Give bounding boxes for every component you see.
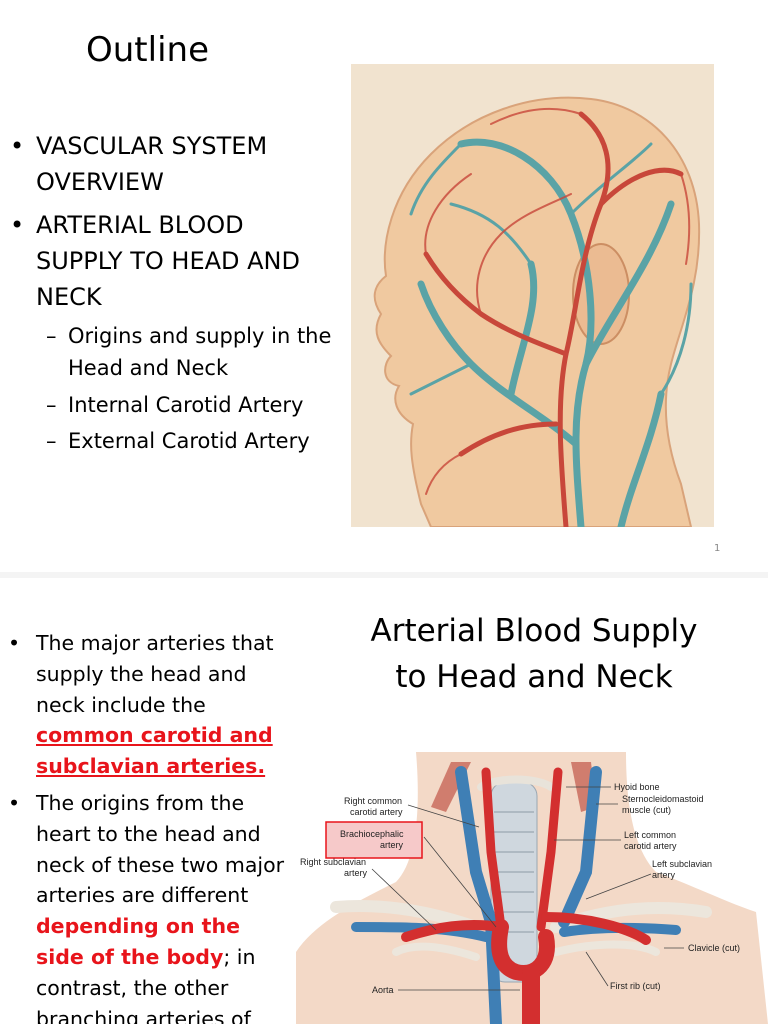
- bullet-icon: •: [10, 132, 25, 160]
- label-brachio-line1: Brachiocephalic: [340, 829, 404, 839]
- bullet-text: The major arteries that supply the head …: [36, 631, 274, 717]
- bullet-major-arteries: • The major arteries that supply the hea…: [8, 628, 286, 782]
- bullet-text-tail: ; in contrast, the other branching arter…: [36, 944, 256, 1024]
- label-brachio-line2: artery: [380, 840, 404, 850]
- bullet-text: VASCULAR SYSTEM OVERVIEW: [36, 132, 268, 196]
- label-lcc-line2: carotid artery: [624, 841, 677, 851]
- dash-icon: –: [46, 429, 57, 453]
- label-rcc-line2: carotid artery: [350, 807, 403, 817]
- label-rcc-line1: Right common: [344, 796, 402, 806]
- sub-bullet-internal-carotid: – Internal Carotid Artery: [46, 389, 336, 421]
- bullet-text: ARTERIAL BLOOD SUPPLY TO HEAD AND NECK: [36, 211, 300, 311]
- bullet-vascular-overview: • VASCULAR SYSTEM OVERVIEW: [10, 128, 330, 200]
- slide-title: Arterial Blood Supply to Head and Neck: [354, 608, 714, 700]
- bullet-icon: •: [8, 791, 21, 815]
- head-vascular-illustration: [351, 64, 714, 527]
- label-hyoid-bone: Hyoid bone: [614, 782, 660, 792]
- title-line-1: Arterial Blood Supply: [370, 613, 698, 649]
- label-scm-line1: Sternocleidomastoid: [622, 794, 704, 804]
- label-scm-line2: muscle (cut): [622, 805, 671, 815]
- dash-icon: –: [46, 324, 57, 348]
- sub-bullet-text: Internal Carotid Artery: [68, 393, 304, 417]
- label-aorta: Aorta: [372, 985, 394, 995]
- sub-bullet-origins: – Origins and supply in the Head and Nec…: [46, 320, 336, 384]
- sub-bullet-external-carotid: – External Carotid Artery: [46, 425, 336, 457]
- highlight-common-carotid-subclavian: common carotid and subclavian arteries.: [36, 723, 273, 779]
- slide-arterial-supply: Arterial Blood Supply to Head and Neck •…: [0, 578, 768, 1024]
- page-number: 1: [714, 543, 721, 554]
- slide-title: Outline: [86, 30, 210, 70]
- label-rsub-line2: artery: [344, 868, 368, 878]
- label-lsub-line2: artery: [652, 870, 676, 880]
- label-lsub-line1: Left subclavian: [652, 859, 712, 869]
- highlight-side-of-body: depending on the side of the body: [36, 914, 240, 969]
- title-line-2: to Head and Neck: [395, 659, 673, 695]
- bullet-icon: •: [8, 631, 21, 655]
- sub-bullet-text: Origins and supply in the Head and Neck: [68, 324, 332, 380]
- bullet-origins-differ: • The origins from the heart to the head…: [8, 788, 286, 1024]
- bullet-text: The origins from the heart to the head a…: [36, 791, 285, 908]
- neck-arteries-diagram: Hyoid bone Sternocleidomastoid muscle (c…: [296, 752, 768, 1024]
- sub-bullet-text: External Carotid Artery: [68, 429, 310, 453]
- label-first-rib: First rib (cut): [610, 981, 661, 991]
- slide-outline: Outline • VASCULAR SYSTEM OVERVIEW • ART…: [10, 30, 721, 554]
- label-lcc-line1: Left common: [624, 830, 676, 840]
- bullet-arterial-supply: • ARTERIAL BLOOD SUPPLY TO HEAD AND NECK: [10, 207, 330, 315]
- label-rsub-line1: Right subclavian: [300, 857, 366, 867]
- bullet-icon: •: [10, 211, 25, 239]
- label-clavicle: Clavicle (cut): [688, 943, 740, 953]
- slide-divider: [0, 572, 768, 578]
- dash-icon: –: [46, 393, 57, 417]
